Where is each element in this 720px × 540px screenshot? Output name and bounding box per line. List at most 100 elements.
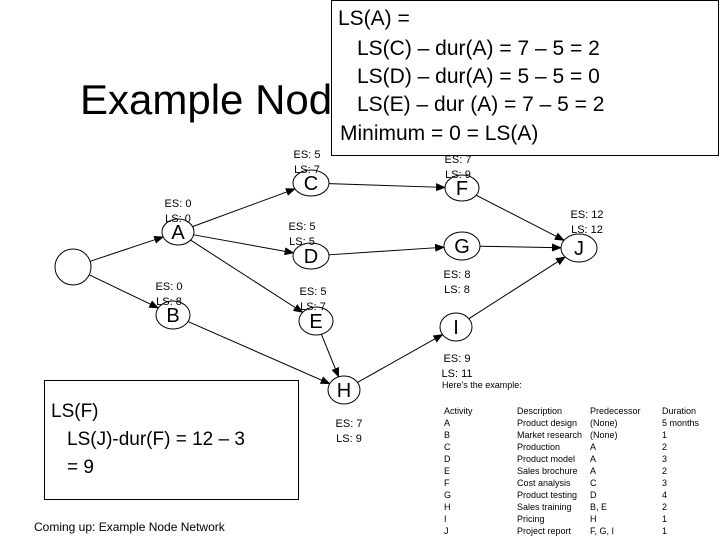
node-annotation-b: ES: 0 LS: 8 — [139, 280, 199, 310]
node-label-d: D — [304, 246, 318, 268]
table-cell: A — [590, 454, 597, 464]
table-cell: A — [590, 466, 597, 476]
edge-f-to-j — [475, 194, 565, 241]
edge-g-to-j — [479, 243, 563, 252]
ls-value: LS: 11 — [441, 368, 473, 380]
table-row: I Pricing H 1 — [444, 513, 714, 525]
table-cell: 3 — [662, 478, 668, 488]
activity-table-header: Activity Description Predecessor Duratio… — [444, 405, 714, 417]
lsf-line: LS(F) — [51, 401, 99, 422]
ls-f-calculation-box: LS(F) LS(J)-dur(F) = 12 – 3 = 9 — [44, 380, 299, 500]
edge-a-to-e — [190, 239, 304, 313]
callout-line: LS(A) = — [338, 7, 410, 30]
ls-value: LS: 9 — [336, 433, 362, 445]
table-cell: Project report — [517, 526, 572, 536]
table-cell: B, E — [590, 502, 608, 512]
header-duration: Duration — [662, 406, 697, 416]
ls-value: LS: 9 — [445, 169, 471, 181]
node-g — [443, 231, 481, 261]
node-label-f: F — [456, 178, 468, 200]
table-cell: B — [444, 430, 451, 440]
table-cell: 1 — [662, 430, 668, 440]
node-label-i: I — [453, 317, 459, 339]
node-e — [298, 306, 334, 336]
table-cell: 2 — [662, 466, 668, 476]
table-cell: F — [444, 478, 450, 488]
table-cell: (None) — [590, 430, 618, 440]
ls-value: LS: 0 — [165, 213, 191, 225]
ls-value: LS: 7 — [294, 164, 320, 176]
es-value: ES: 5 — [293, 149, 321, 161]
node-c — [292, 169, 330, 197]
edge-h-to-i — [357, 334, 444, 383]
lsf-line: LS(J)-dur(F) = 12 – 3 — [67, 429, 245, 450]
node-label-a: A — [171, 222, 185, 244]
node-label-j: J — [574, 238, 584, 260]
ls-value: LS: 5 — [289, 236, 315, 248]
node-i — [439, 312, 473, 342]
node-label-b: B — [166, 305, 179, 327]
table-cell: 3 — [662, 454, 668, 464]
node-annotation-e: ES: 5 LS: 7 — [283, 285, 343, 315]
table-cell: I — [444, 514, 447, 524]
edge-i-to-j — [468, 256, 566, 320]
header-predecessor: Predecessor — [590, 406, 641, 416]
table-cell: G — [444, 490, 452, 500]
table-cell: C — [444, 442, 451, 452]
ls-value: LS: 8 — [156, 296, 182, 308]
es-value: ES: 5 — [299, 286, 327, 298]
table-cell: Sales training — [517, 502, 572, 512]
table-cell: Cost analysis — [517, 478, 571, 488]
table-cell: F, G, I — [590, 526, 615, 536]
header-activity: Activity — [444, 406, 473, 416]
table-cell: Product design — [517, 418, 578, 428]
node-annotation-c: ES: 5 LS: 7 — [277, 148, 337, 178]
ls-a-calculation-callout: LS(A) = LS(C) – dur(A) = 7 – 5 = 2 LS(D)… — [331, 0, 719, 156]
table-cell: Product model — [517, 454, 576, 464]
node-label-c: C — [304, 173, 318, 195]
node-annotation-h: ES: 7 LS: 9 — [319, 417, 379, 447]
edge-a-to-c — [192, 188, 296, 228]
es-value: ES: 7 — [335, 418, 363, 430]
callout-line: LS(C) – dur(A) = 7 – 5 = 2 — [357, 37, 600, 60]
table-row: B Market research (None) 1 — [444, 429, 714, 441]
edge-d-to-g — [328, 243, 446, 256]
node-label-e: E — [309, 311, 322, 333]
node-d — [292, 242, 330, 270]
es-value: ES: 5 — [288, 221, 316, 233]
table-cell: 1 — [662, 526, 668, 536]
table-cell: H — [590, 514, 597, 524]
table-cell: Market research — [517, 430, 583, 440]
header-description: Description — [517, 406, 563, 416]
table-cell: 2 — [662, 442, 668, 452]
es-value: ES: 9 — [443, 353, 471, 365]
table-cell: D — [444, 454, 451, 464]
table-cell: Product testing — [517, 490, 578, 500]
table-cell: E — [444, 466, 451, 476]
node-a — [161, 218, 195, 246]
callout-line: Minimum = 0 = LS(A) — [340, 122, 539, 145]
table-cell: Production — [517, 442, 561, 452]
callout-line: LS(E) – dur (A) = 7 – 5 = 2 — [357, 93, 605, 116]
edge-b-to-h — [187, 321, 331, 385]
edge-start-to-b — [89, 274, 160, 309]
es-value: ES: 0 — [155, 281, 183, 293]
table-cell: 5 months — [662, 418, 700, 428]
node-label-g: G — [454, 236, 470, 258]
table-cell: 2 — [662, 502, 668, 512]
edge-start-to-a — [89, 235, 165, 262]
ls-value: LS: 7 — [300, 301, 326, 313]
table-cell: J — [444, 526, 449, 536]
table-cell: Pricing — [517, 514, 545, 524]
table-cell: 1 — [662, 514, 668, 524]
